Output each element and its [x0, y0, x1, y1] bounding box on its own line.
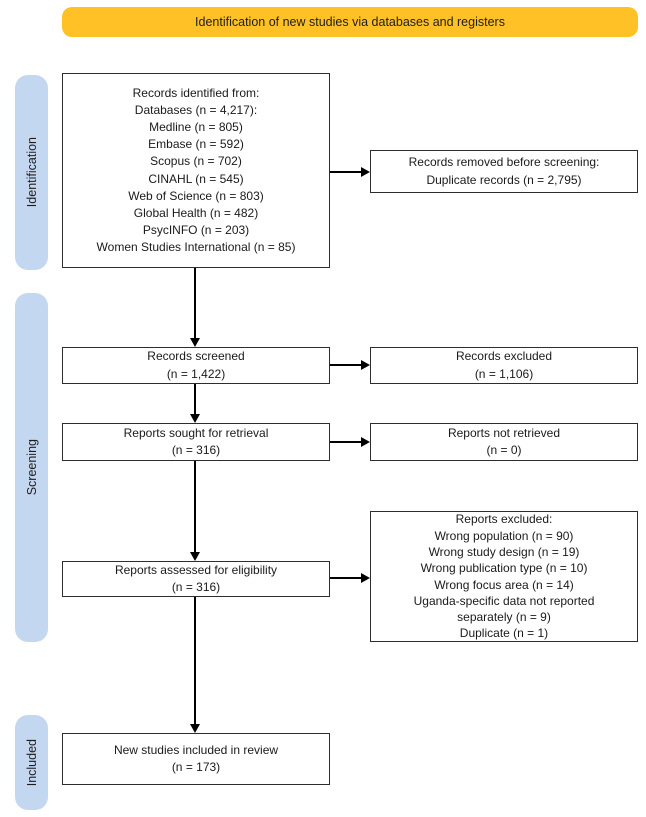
box-new-studies-included: New studies included in review (n = 173) [62, 733, 330, 785]
arrow-assessed-to-included [194, 597, 196, 724]
banner-identification-header: Identification of new studies via databa… [62, 7, 638, 37]
arrowhead-right-icon [361, 360, 370, 370]
arrowhead-right-icon [361, 167, 370, 177]
box-line: Global Health (n = 482) [133, 205, 259, 220]
box-line: (n = 173) [171, 760, 221, 774]
box-line: Wrong publication type (n = 10) [420, 561, 588, 576]
box-line: Records screened [147, 349, 245, 364]
box-line: (n = 316) [171, 443, 221, 457]
arrow-sought-to-assessed [194, 461, 196, 552]
box-records-identified: Records identified from: Databases (n = … [62, 73, 330, 268]
arrow-screened-to-sought [194, 384, 196, 414]
arrow-screened-to-excluded [330, 364, 361, 366]
box-line: (n = 1,106) [474, 366, 534, 381]
arrow-sought-to-not-retrieved [330, 441, 361, 443]
box-line: Uganda-specific data not reported [413, 593, 595, 608]
box-line: Reports excluded: [455, 512, 553, 527]
box-reports-sought: Reports sought for retrieval (n = 316) [62, 423, 330, 461]
box-line: Scopus (n = 702) [150, 154, 242, 169]
box-line: separately (n = 9) [457, 610, 551, 625]
box-line: Medline (n = 805) [149, 120, 243, 135]
box-line: Reports sought for retrieval [123, 425, 269, 440]
phase-label-included: Included [24, 738, 39, 787]
box-line: Wrong study design (n = 19) [428, 544, 580, 559]
arrowhead-down-icon [190, 724, 200, 733]
phase-bar-screening: Screening [15, 293, 48, 642]
box-line: Records removed before screening: [408, 155, 600, 170]
box-line: Reports not retrieved [447, 425, 561, 440]
box-line: Duplicate (n = 1) [459, 626, 549, 641]
box-line: New studies included in review [113, 742, 279, 757]
arrowhead-down-icon [190, 552, 200, 561]
box-line: (n = 1,422) [166, 366, 226, 381]
arrow-assessed-to-reports-excluded [330, 577, 361, 579]
box-line: Wrong population (n = 90) [434, 528, 574, 543]
phase-bar-included: Included [15, 715, 48, 810]
box-line: Records identified from: [132, 86, 260, 101]
banner-label: Identification of new studies via databa… [195, 15, 505, 29]
box-reports-excluded-reasons: Reports excluded: Wrong population (n = … [370, 511, 638, 642]
box-line: CINAHL (n = 545) [148, 171, 244, 186]
box-line: Records excluded [455, 349, 553, 364]
phase-label-identification: Identification [24, 137, 39, 208]
box-line: Women Studies International (n = 85) [96, 239, 296, 254]
phase-label-screening: Screening [24, 439, 39, 496]
phase-bar-identification: Identification [15, 75, 48, 270]
box-line: Embase (n = 592) [148, 137, 244, 152]
box-line: Databases (n = 4,217): [134, 103, 258, 118]
arrowhead-right-icon [361, 573, 370, 583]
box-line: (n = 0) [486, 443, 522, 457]
arrow-identified-to-removed [330, 171, 361, 173]
box-line: Wrong focus area (n = 14) [434, 577, 574, 592]
box-records-removed: Records removed before screening: Duplic… [370, 150, 638, 193]
box-records-screened: Records screened (n = 1,422) [62, 347, 330, 384]
box-reports-assessed: Reports assessed for eligibility (n = 31… [62, 561, 330, 597]
arrowhead-right-icon [361, 437, 370, 447]
box-line: PsycINFO (n = 203) [142, 222, 250, 237]
box-line: Reports assessed for eligibility [114, 562, 278, 577]
box-line: Duplicate records (n = 2,795) [426, 172, 582, 187]
box-reports-not-retrieved: Reports not retrieved (n = 0) [370, 423, 638, 461]
box-line: (n = 316) [171, 580, 221, 594]
arrowhead-down-icon [190, 414, 200, 423]
arrow-identified-to-screened [194, 268, 196, 338]
box-line: Web of Science (n = 803) [128, 188, 264, 203]
box-records-excluded: Records excluded (n = 1,106) [370, 347, 638, 384]
arrowhead-down-icon [190, 338, 200, 347]
